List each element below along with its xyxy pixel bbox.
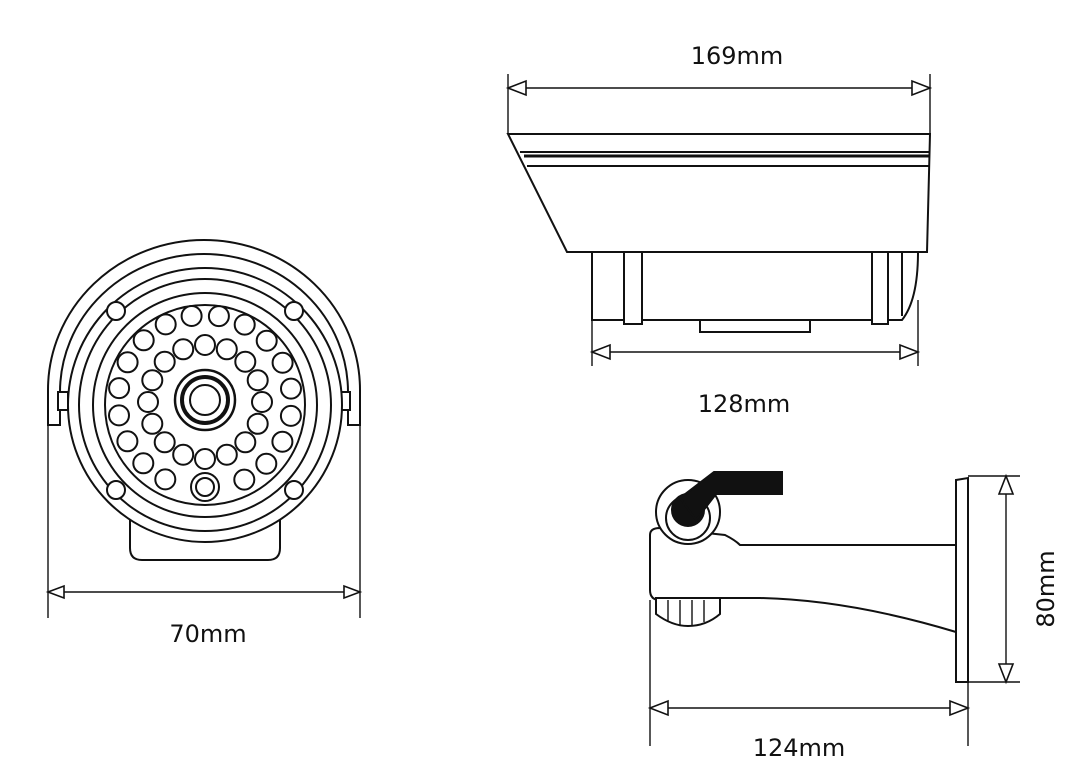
ir-led	[233, 313, 256, 336]
ir-led	[271, 351, 294, 374]
side-top-arrow-left	[505, 79, 527, 97]
ir-led	[280, 377, 302, 400]
ir-led	[234, 431, 257, 454]
ir-led-array	[108, 305, 302, 491]
bracket-v-arrow-bottom	[997, 663, 1015, 685]
bracket-wall-plate	[955, 476, 969, 683]
front-view	[45, 239, 363, 618]
front-screw-top-right	[284, 301, 304, 321]
ir-led	[233, 468, 256, 491]
ir-led	[246, 412, 269, 435]
housing-length-label: 169mm	[690, 42, 784, 70]
ir-led	[108, 377, 131, 400]
ir-led	[137, 391, 159, 413]
side-bottom-arrow-right	[899, 343, 921, 361]
front-lens-housing	[173, 368, 237, 432]
ir-led	[154, 313, 177, 336]
ir-led	[194, 334, 216, 356]
side-band-front	[623, 251, 643, 325]
side-bottom-arrow-left	[589, 343, 611, 361]
front-width-label: 70mm	[169, 620, 247, 648]
ir-led	[234, 350, 257, 373]
ir-led	[132, 329, 155, 352]
ir-led	[172, 443, 195, 466]
ir-led	[153, 431, 176, 454]
ir-led	[116, 351, 139, 374]
ir-led	[271, 430, 294, 453]
ir-led	[141, 369, 164, 392]
bracket-h-arrow-left	[647, 699, 669, 717]
ir-led	[215, 443, 238, 466]
side-sunshield	[506, 133, 932, 253]
front-led-plate	[104, 304, 306, 506]
bracket-view	[647, 471, 1020, 746]
front-side-lug-left	[57, 391, 69, 411]
ir-led	[116, 430, 139, 453]
bracket-v-arrow-top	[997, 473, 1015, 495]
front-light-sensor-inner	[195, 477, 215, 497]
bracket-camera-stub	[678, 471, 783, 522]
front-arrow-left	[45, 584, 65, 600]
bracket-lock-knob	[655, 597, 721, 628]
front-lens-glass	[189, 384, 221, 416]
body-length-label: 128mm	[697, 390, 791, 418]
front-body-ring-inner	[78, 278, 332, 532]
ir-led	[255, 329, 278, 352]
bracket-length-label: 124mm	[752, 734, 846, 762]
side-view	[505, 74, 933, 366]
front-lens-ring	[180, 375, 230, 425]
ir-led	[180, 305, 203, 327]
front-screw-top-left	[106, 301, 126, 321]
side-body	[591, 251, 920, 333]
ir-led	[246, 369, 269, 392]
ir-led	[255, 452, 278, 475]
front-bezel	[92, 292, 318, 518]
side-top-arrow-right	[911, 79, 933, 97]
ir-led	[141, 412, 164, 435]
ir-led	[132, 452, 155, 475]
ir-led	[279, 404, 302, 427]
front-screw-bottom-left	[106, 480, 126, 500]
ir-led	[207, 305, 230, 328]
ir-led	[172, 338, 195, 361]
ir-led	[154, 468, 177, 491]
ir-led	[108, 404, 130, 427]
ir-led	[251, 391, 273, 413]
front-arrow-right	[343, 584, 363, 600]
ir-led	[194, 448, 216, 470]
bracket-h-arrow-right	[949, 699, 971, 717]
ir-led	[153, 350, 176, 373]
front-light-sensor	[190, 472, 220, 502]
ir-led	[215, 338, 238, 361]
side-band-rear	[871, 251, 889, 325]
bracket-height-label: 80mm	[1032, 550, 1060, 628]
front-screw-bottom-right	[284, 480, 304, 500]
